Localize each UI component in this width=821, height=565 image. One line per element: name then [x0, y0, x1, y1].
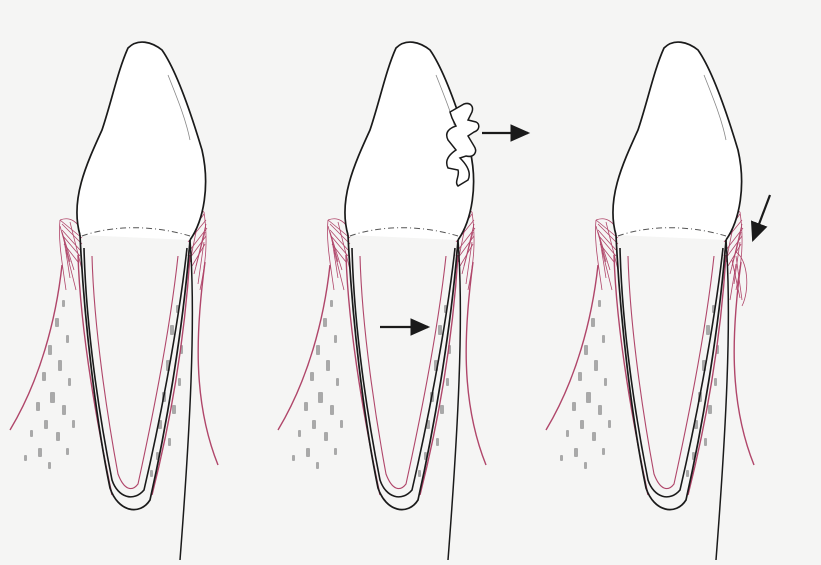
panel-1 [10, 42, 218, 560]
panel-2 [278, 42, 486, 560]
panel-3 [546, 42, 754, 560]
arrow-down-icon [753, 195, 770, 240]
